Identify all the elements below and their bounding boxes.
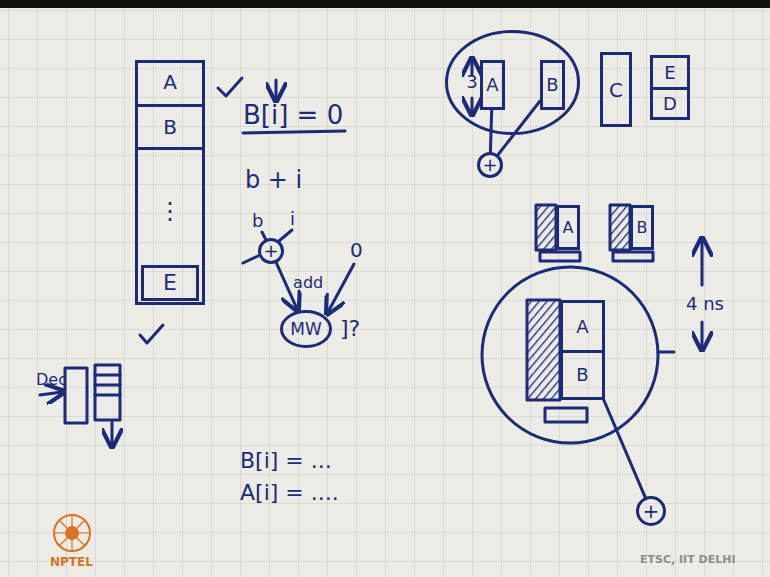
top-border [0, 0, 770, 8]
note-text: b [252, 212, 263, 230]
latch-box [540, 252, 580, 261]
box-node: B [540, 60, 565, 110]
node-text: B [163, 117, 177, 137]
underline [243, 131, 345, 133]
watermark: NPTEL [50, 556, 93, 568]
note-text: B[i] = ... [240, 450, 332, 472]
box-node: C [600, 52, 632, 127]
node-text: D [653, 87, 687, 117]
node-text: A [563, 303, 602, 350]
node-text: + [482, 156, 497, 174]
circle-outline [479, 154, 502, 177]
node-text: E [653, 58, 687, 87]
note-text: i [290, 210, 295, 228]
node-text: 3 [464, 70, 480, 94]
up-arrow [701, 240, 704, 285]
logo-ring [54, 515, 90, 551]
node-text: + [643, 501, 660, 521]
node-text: E [163, 272, 177, 294]
down-arrow [701, 322, 704, 348]
latch-box [613, 252, 653, 261]
check-mark [140, 325, 163, 343]
check-mark [218, 78, 242, 96]
edge-label: add [293, 275, 323, 291]
node-text: C [609, 80, 623, 100]
input-wire [243, 256, 258, 263]
box-node: B [135, 107, 205, 150]
node-text: B [546, 76, 558, 94]
register-box [65, 368, 87, 423]
circle-outline [260, 240, 283, 263]
circle-outline [445, 30, 580, 135]
box-node: A [556, 205, 580, 250]
circle-node: 3A B [445, 30, 580, 135]
box-node: E [141, 265, 199, 301]
node-text: MW [290, 321, 321, 338]
note-text: B[i] = 0 [243, 102, 343, 128]
node-text: A [563, 220, 574, 236]
hatched-block [536, 205, 556, 250]
hatched-block [610, 205, 630, 250]
node-text: A [163, 72, 177, 92]
node-text: ⋮ [138, 153, 202, 268]
circle-node: + [636, 496, 666, 526]
stack-lines [95, 375, 120, 395]
box-node: AB [560, 300, 605, 400]
circle-node: + [258, 238, 284, 264]
connector [490, 110, 491, 152]
circle-outline [282, 312, 331, 347]
note-text: Dec [36, 372, 67, 388]
stack-box [95, 365, 120, 420]
node-text: + [263, 242, 278, 260]
down-arrow [111, 422, 114, 445]
connector [498, 101, 540, 155]
node-text: B [637, 220, 648, 236]
group-circle [482, 267, 658, 443]
box-node: B [630, 205, 654, 250]
hatched-block [527, 300, 560, 400]
connector [604, 400, 645, 497]
index-arrow [275, 80, 278, 99]
note-text: A[i] = .... [240, 482, 339, 504]
leader-line [658, 351, 674, 354]
node-text: B [563, 350, 602, 397]
box-node: ⋮ A B E [135, 60, 205, 305]
watermark: ETSC, IIT DELHI [640, 554, 736, 565]
node-text: A [486, 76, 498, 94]
data-arrow [328, 264, 354, 312]
input-arrow [40, 392, 62, 395]
circle-node: + [477, 152, 503, 178]
note-text: 0 [350, 240, 363, 260]
circle-outline [447, 32, 579, 134]
input-wire [262, 232, 266, 240]
note-text: ]? [340, 318, 360, 340]
note-text: b + i [245, 168, 302, 192]
box-node: ED [650, 55, 690, 120]
down-arrow [471, 98, 474, 113]
input-wire [279, 230, 292, 241]
note-text: 4 ns [686, 295, 724, 313]
circle-node: MW [280, 310, 332, 348]
circle-outline [638, 498, 665, 525]
latch-box [545, 408, 587, 422]
logo-spokes [54, 515, 90, 551]
box-node: A [135, 60, 205, 107]
box-node: A [480, 60, 505, 110]
